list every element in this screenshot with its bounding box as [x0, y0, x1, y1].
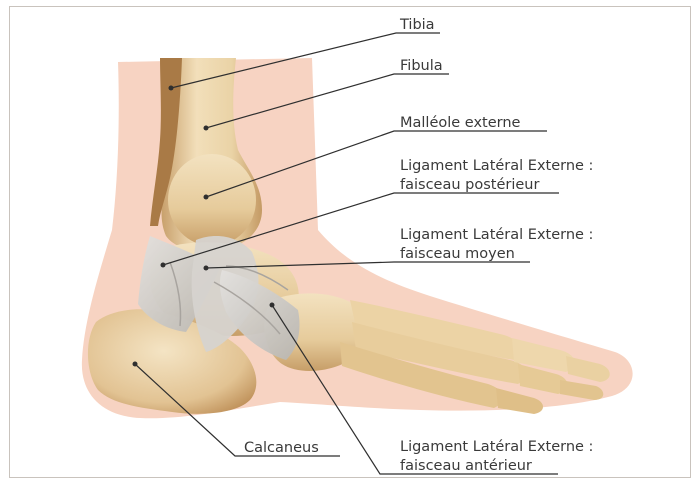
label-lle-moyen-line1: Ligament Latéral Externe :: [400, 227, 593, 243]
label-lle-posterieur-line1: Ligament Latéral Externe :: [400, 158, 593, 174]
label-fibula: Fibula: [400, 58, 443, 74]
label-lle-anterieur-line2: faisceau antérieur: [400, 458, 532, 474]
label-tibia: Tibia: [399, 17, 435, 33]
label-malleole-externe: Malléole externe: [400, 115, 521, 131]
label-calcaneus: Calcaneus: [244, 440, 319, 456]
lateral-malleolus: [168, 154, 256, 246]
label-lle-anterieur-line1: Ligament Latéral Externe :: [400, 439, 593, 455]
label-lle-posterieur-line2: faisceau postérieur: [400, 177, 539, 193]
label-lle-moyen-line2: faisceau moyen: [400, 246, 515, 262]
